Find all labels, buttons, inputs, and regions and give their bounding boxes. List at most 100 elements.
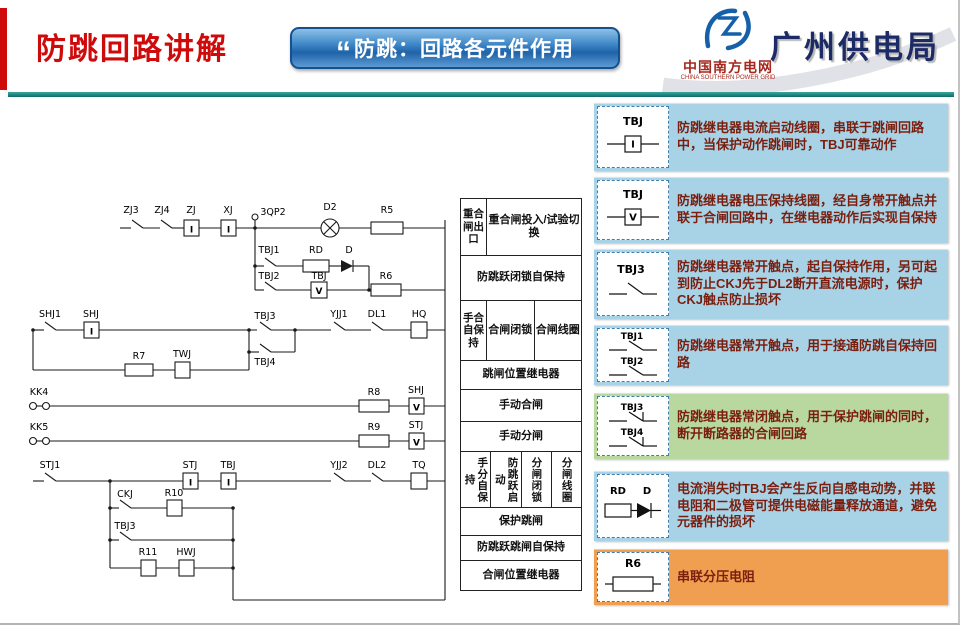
table-cell-reclose-exit: 重合闸出口	[461, 199, 487, 256]
test-switch-icon	[251, 213, 259, 221]
callout-tbj-current-coil: TBJ I 防跳继电器电流启动线圈，串联于跳闸回路中，当保护动作跳闸时，TBJ可…	[594, 103, 948, 171]
circuit-labels: ZJ3 ZJ4 ZJ XJ 3QP2 D2 R5 TBJ1 RD D TBJ2 …	[30, 202, 427, 558]
table-cell-manual-trip: 手动分闸	[461, 422, 582, 452]
coil-letter-xj: I	[227, 226, 230, 236]
label-3qp2: 3QP2	[260, 207, 285, 218]
csg-logo-en-text: CHINA SOUTHERN POWER GRID	[680, 75, 776, 81]
coil-letter-stj-a: V	[413, 439, 420, 449]
callout-text: 防跳继电器常闭触点，用于保护跳闸的同时，断开断路器的合闸回路	[677, 409, 938, 441]
label-r9: R9	[368, 422, 381, 433]
callout-text: 电流消失时TBJ会产生反向自感电动势，并联电阻和二极管可提供电磁能量释放通道，避…	[677, 480, 938, 530]
coil-letter-stj-b: I	[189, 479, 192, 489]
callout-tbj3-tbj4-contacts: TBJ3 TBJ4 防跳继电器常闭触点，用于保护跳闸的同时，断开断路器的合闸回路	[594, 393, 948, 459]
anti-pumping-circuit-diagram: ZJ3 ZJ4 ZJ XJ 3QP2 D2 R5 TBJ1 RD D TBJ2 …	[28, 202, 446, 601]
svg-text:R6: R6	[625, 557, 641, 570]
rd-resistor-diode-icon: RD D	[597, 474, 669, 538]
label-twj: TWJ	[172, 349, 191, 360]
label-r6: R6	[380, 271, 393, 282]
label-zj3: ZJ3	[123, 205, 138, 216]
table-cell-protection-trip: 保护跳闸	[461, 508, 582, 536]
svg-text:TBJ1: TBJ1	[621, 332, 644, 342]
coil-letter-tbj-v: V	[316, 287, 323, 297]
svg-text:V: V	[629, 213, 637, 224]
label-zj4: ZJ4	[154, 205, 169, 216]
svg-text:TBJ3: TBJ3	[617, 263, 645, 276]
page-title: 防跳回路讲解	[36, 33, 228, 66]
tbj-current-coil-icon: TBJ I	[597, 106, 669, 168]
coil-letter-tbj-b: I	[227, 479, 230, 489]
table-cell-trip-position-relay: 跳闸位置继电器	[461, 361, 582, 390]
callout-r6-resistor: R6 串联分压电阻	[594, 549, 948, 605]
tbj3-no-contact-icon: TBJ3	[597, 252, 669, 316]
label-dl1: DL1	[368, 309, 387, 320]
svg-text:TBJ: TBJ	[623, 115, 643, 128]
label-tbj-v: TBJ	[310, 271, 326, 282]
table-cell-trip-block: 分闸闭锁	[521, 452, 552, 508]
label-d2: D2	[323, 202, 336, 213]
table-cell-close-block: 合闸闭锁	[487, 301, 535, 361]
label-tbj4: TBJ4	[253, 357, 275, 368]
lamp-icon	[320, 218, 340, 238]
table-cell-manual-trip-hold: 手分自保持	[461, 452, 492, 508]
label-shj-b: SHJ	[408, 385, 424, 396]
label-tq: TQ	[411, 460, 425, 471]
callout-tbj3-contact: TBJ3 防跳继电器常开触点，起自保持作用，另可起到防止CKJ先于DL2断开直流…	[594, 249, 948, 319]
label-r5: R5	[381, 205, 394, 216]
svg-text:RD: RD	[610, 486, 626, 497]
table-cell-antipump-start: 防跳跃启动	[491, 452, 522, 508]
junction-dots	[31, 226, 371, 570]
svg-text:TBJ: TBJ	[623, 188, 643, 201]
callout-list: TBJ I 防跳继电器电流启动线圈，串联于跳闸回路中，当保护动作跳闸时，TBJ可…	[594, 103, 948, 611]
callout-rd-diode: RD D 电流消失时TBJ会产生反向自感电动势，并联电阻和二极管可提供电磁能量释…	[594, 471, 948, 541]
table-cell-manual-close-hold: 手合自保持	[461, 301, 487, 361]
callout-tbj1-tbj2-contacts: TBJ1 TBJ2 防跳继电器常开触点，用于接通防跳自保持回路	[594, 325, 948, 385]
label-stj-b: STJ	[183, 460, 198, 471]
table-cell-close-position-relay: 合闸位置继电器	[461, 561, 582, 591]
subtitle-text: 防跳：回路各元件作用	[354, 38, 574, 61]
device-boxes	[83, 219, 428, 577]
label-kk5: KK5	[30, 422, 49, 433]
diode-icon	[341, 260, 354, 272]
kk-switch-icons	[28, 401, 51, 446]
label-tbj2: TBJ2	[257, 271, 279, 282]
callout-text: 串联分压电阻	[677, 568, 756, 584]
callout-tbj-voltage-coil: TBJ V 防跳继电器电压保持线圈，经自身常开触点并联于合闸回路中，在继电器动作…	[594, 177, 948, 243]
callout-text: 防跳继电器常开触点，起自保持作用，另可起到防止CKJ先于DL2断开直流电源时，保…	[677, 258, 938, 308]
label-kk4: KK4	[30, 387, 49, 398]
table-cell-reclose-switch: 重合闸投入/试验切换	[487, 199, 582, 256]
label-stj-a: STJ	[409, 420, 424, 431]
header-divider	[8, 92, 954, 97]
svg-text:TBJ3: TBJ3	[621, 403, 644, 413]
svg-text:TBJ4: TBJ4	[621, 428, 644, 438]
callout-text: 防跳继电器常开触点，用于接通防跳自保持回路	[677, 338, 938, 370]
label-xj: XJ	[223, 205, 232, 216]
label-tbj1: TBJ1	[257, 245, 279, 256]
table-cell-antipump-trip-hold: 防跳跃跳闸自保持	[461, 536, 582, 561]
table-cell-antipump-latch: 防跳跃闭锁自保持	[461, 256, 582, 301]
label-r11: R11	[139, 547, 158, 558]
label-r7: R7	[133, 351, 146, 362]
svg-text:TBJ2: TBJ2	[621, 357, 644, 367]
label-shj-a: SHJ	[83, 309, 99, 320]
label-yjj2: YJJ2	[329, 460, 347, 471]
tbj3-tbj4-nc-contacts-icon: TBJ3 TBJ4	[597, 396, 669, 456]
bureau-name: 广州供电局	[770, 30, 940, 65]
svg-text:D: D	[643, 486, 651, 497]
table-cell-close-coil: 合闸线圈	[534, 301, 582, 361]
label-shj1: SHJ1	[39, 309, 61, 320]
table-cell-trip-coil: 分闸线圈	[551, 452, 582, 508]
label-tbj3-b: TBJ3	[113, 521, 135, 532]
label-d: D	[345, 245, 352, 256]
label-ckj: CKJ	[117, 489, 133, 500]
label-rd: RD	[309, 245, 323, 256]
callout-text: 防跳继电器电流启动线圈，串联于跳闸回路中，当保护动作跳闸时，TBJ可靠动作	[677, 120, 925, 152]
label-r8: R8	[368, 387, 381, 398]
tbj-voltage-coil-icon: TBJ V	[597, 180, 669, 240]
callout-text: 防跳继电器电压保持线圈，经自身常开触点并联于合闸回路中，在继电器动作后实现自保持	[677, 193, 938, 225]
table-cell-manual-close: 手动合闸	[461, 390, 582, 422]
label-tbj-b: TBJ	[219, 460, 235, 471]
label-hq: HQ	[412, 309, 427, 320]
title-accent-bar	[0, 8, 7, 90]
tbj1-tbj2-no-contacts-icon: TBJ1 TBJ2	[597, 328, 669, 382]
